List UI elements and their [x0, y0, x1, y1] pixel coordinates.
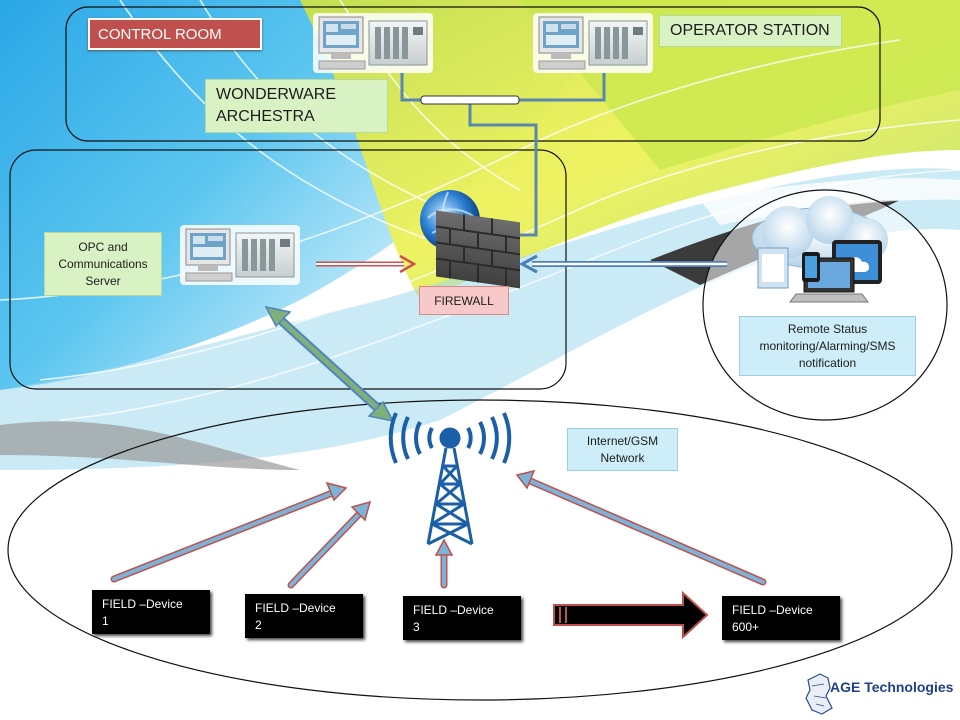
opc-server-label: OPC and Communications Server: [44, 232, 162, 296]
cloud-devices-icon: [748, 200, 924, 310]
workstation-icon: [180, 225, 300, 295]
field-device-2-name: FIELD –Device: [255, 601, 336, 615]
control-room-text: CONTROL ROOM: [98, 25, 222, 43]
company-logo-text: AGE Technologies: [830, 679, 954, 695]
network-text-1: Internet/GSM: [586, 433, 659, 448]
field-device-1-id: 1: [102, 614, 109, 628]
field-device-3: FIELD –Device 3: [403, 596, 521, 640]
opc-text-3: Server: [85, 273, 121, 288]
field-device-600-id: 600+: [732, 620, 760, 634]
wonderware-label: WONDERWARE ARCHESTRA: [205, 79, 388, 133]
field-device-1-name: FIELD –Device: [102, 597, 183, 611]
workstation-icon: [313, 13, 433, 73]
firewall-text: FIREWALL: [434, 293, 494, 308]
radio-tower-icon: [385, 410, 515, 546]
workstation-icon: [533, 13, 653, 73]
network-text-2: Network: [600, 450, 645, 465]
remote-text-2: monitoring/Alarming/SMS: [759, 338, 896, 353]
network-label: Internet/GSM Network: [567, 428, 678, 471]
server-region: [9, 149, 567, 390]
firewall-label: FIREWALL: [419, 286, 509, 315]
control-room-region: [65, 6, 881, 142]
operator-station-text: OPERATOR STATION: [670, 22, 830, 39]
field-device-600-name: FIELD –Device: [732, 603, 813, 617]
opc-text-2: Communications: [58, 256, 148, 271]
field-device-3-name: FIELD –Device: [413, 603, 494, 617]
wonderware-text-1: WONDERWARE: [216, 86, 336, 103]
remote-status-label: Remote Status monitoring/Alarming/SMS no…: [739, 316, 916, 376]
remote-text-1: Remote Status: [787, 321, 868, 336]
remote-text-3: notification: [798, 355, 857, 370]
control-room-label: CONTROL ROOM: [88, 18, 262, 50]
opc-text-1: OPC and: [78, 239, 128, 254]
field-device-2-id: 2: [255, 618, 262, 632]
wonderware-text-2: ARCHESTRA: [216, 108, 315, 125]
field-device-3-id: 3: [413, 620, 420, 634]
field-device-2: FIELD –Device 2: [245, 594, 363, 638]
field-device-1: FIELD –Device 1: [92, 590, 210, 634]
firewall-icon: [418, 188, 522, 288]
operator-station-label: OPERATOR STATION: [659, 15, 842, 47]
field-device-600: FIELD –Device 600+: [722, 596, 840, 640]
